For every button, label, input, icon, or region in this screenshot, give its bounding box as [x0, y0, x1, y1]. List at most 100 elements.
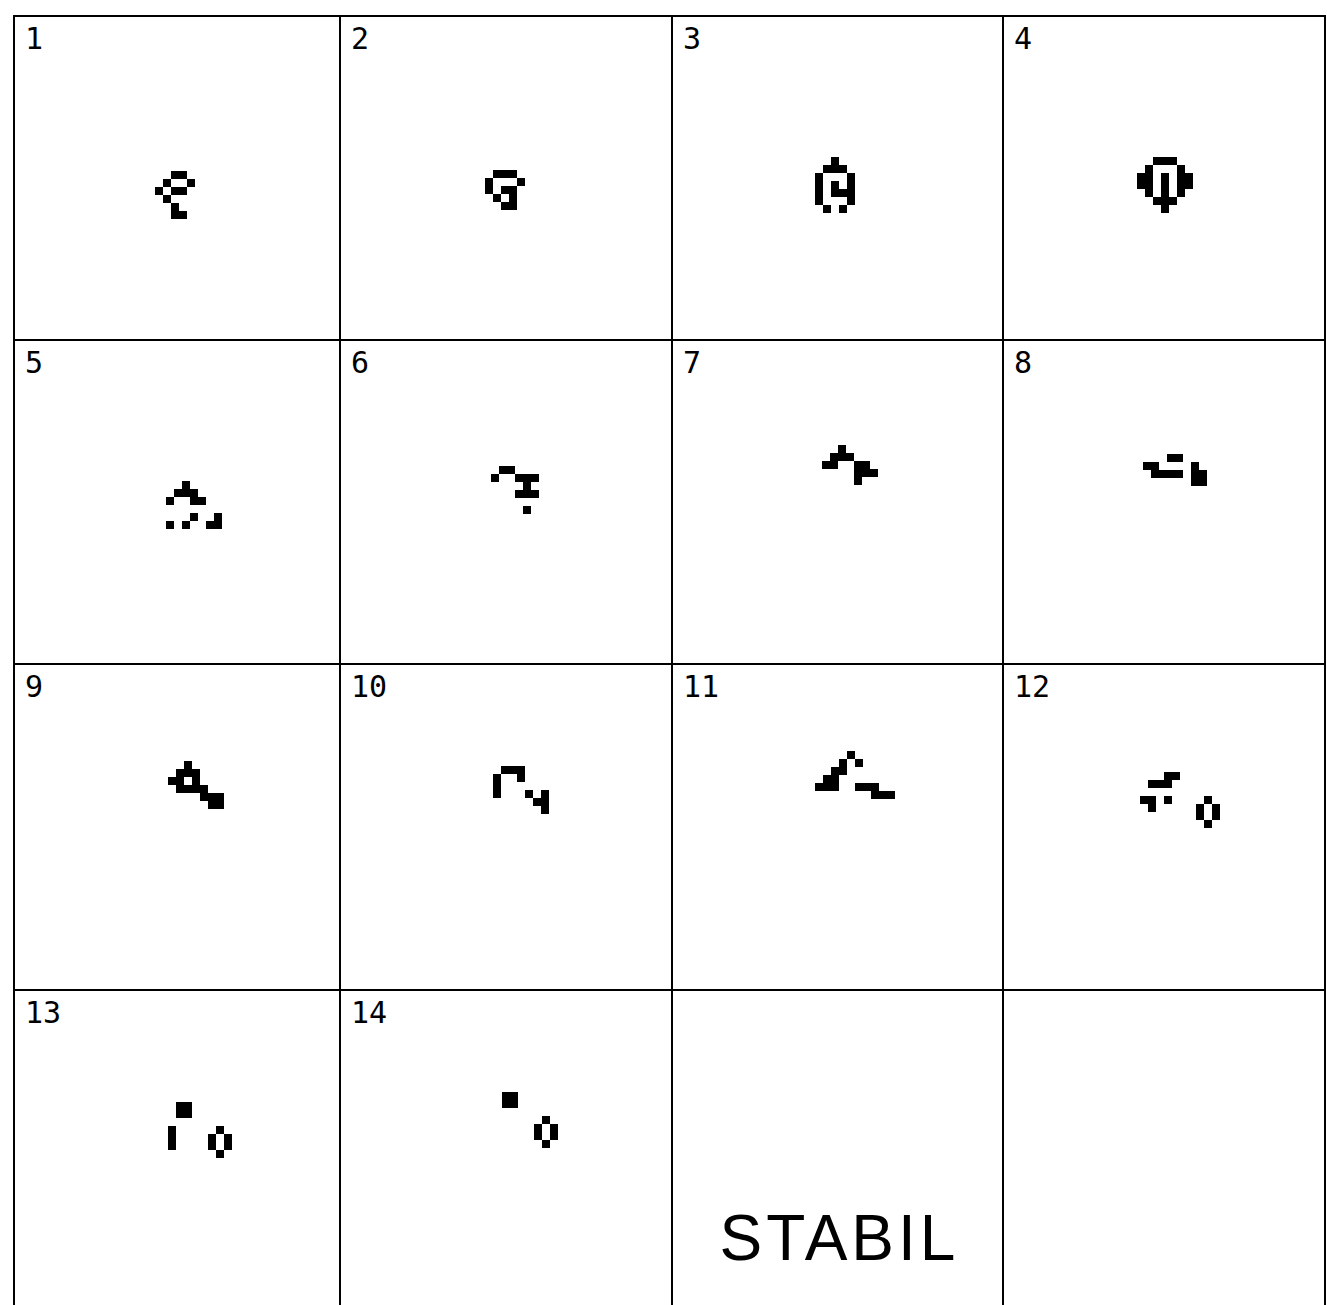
live-cell [1159, 470, 1167, 478]
live-cell [541, 798, 549, 806]
live-cell [502, 1100, 510, 1108]
live-cell [208, 1134, 216, 1142]
live-cell [214, 513, 222, 521]
live-cell [541, 806, 549, 814]
live-cell [166, 521, 174, 529]
generation-number: 9 [25, 669, 43, 704]
generation-number: 2 [351, 21, 369, 56]
live-cell [179, 171, 187, 179]
live-cell [507, 466, 515, 474]
live-cell [831, 181, 839, 189]
generation-cell: 2 [339, 15, 673, 341]
live-cell [855, 759, 863, 767]
live-cell [179, 187, 187, 195]
live-cell [1161, 205, 1169, 213]
live-cell [1161, 189, 1169, 197]
cell-patterns [155, 157, 1220, 1158]
generation-number: 14 [351, 995, 387, 1030]
live-cell [179, 211, 187, 219]
live-cell [515, 474, 523, 482]
live-cell [839, 767, 847, 775]
generation-number: 5 [25, 345, 43, 380]
live-cell [839, 759, 847, 767]
generation-cell: 4 [1002, 15, 1326, 341]
live-cell [1177, 173, 1185, 181]
live-cell [815, 783, 823, 791]
live-cell [1199, 478, 1207, 486]
live-cell [216, 801, 224, 809]
live-cell [870, 469, 878, 477]
live-cell [502, 1092, 510, 1100]
generation-number: 13 [25, 995, 61, 1030]
live-cell [531, 490, 539, 498]
live-cell [1175, 454, 1183, 462]
live-cell [187, 179, 195, 187]
live-cell [1191, 478, 1199, 486]
live-cell [168, 1142, 176, 1150]
live-cell [830, 461, 838, 469]
live-cell [216, 1150, 224, 1158]
live-cell [182, 489, 190, 497]
live-cell [1177, 189, 1185, 197]
status-label: STABIL [720, 1201, 960, 1275]
live-cell [1167, 470, 1175, 478]
live-cell [1143, 462, 1151, 470]
live-cell [1191, 462, 1199, 470]
live-cell [501, 202, 509, 210]
live-cell [1153, 197, 1161, 205]
live-cell [1161, 157, 1169, 165]
generation-number: 3 [683, 21, 701, 56]
live-cell [550, 1132, 558, 1140]
generation-cell: 5 [13, 339, 341, 665]
live-cell [192, 777, 200, 785]
live-cell [838, 453, 846, 461]
live-cell [815, 181, 823, 189]
live-cell [510, 1092, 518, 1100]
generation-cell: 11 [671, 663, 1004, 991]
live-cell [523, 490, 531, 498]
live-cell [541, 790, 549, 798]
generation-cell: 8 [1002, 339, 1326, 665]
live-cell [168, 777, 176, 785]
live-cell [847, 173, 855, 181]
live-cell [863, 783, 871, 791]
live-cell [1151, 470, 1159, 478]
live-cell [1164, 780, 1172, 788]
live-cell [190, 513, 198, 521]
live-cell [517, 774, 525, 782]
live-cell [171, 171, 179, 179]
live-cell [509, 194, 517, 202]
live-cell [166, 497, 174, 505]
live-cell [176, 777, 184, 785]
live-cell [176, 769, 184, 777]
live-cell [224, 1134, 232, 1142]
live-cell [163, 195, 171, 203]
generation-cell: 12 [1002, 663, 1326, 991]
live-cell [176, 785, 184, 793]
live-cell [1185, 181, 1193, 189]
live-cell [1161, 181, 1169, 189]
live-cell [176, 1102, 184, 1110]
live-cell [1161, 197, 1169, 205]
live-cell [184, 769, 192, 777]
live-cell [1164, 772, 1172, 780]
live-cell [1196, 812, 1204, 820]
live-cell [815, 189, 823, 197]
generation-cell: 7 [671, 339, 1004, 665]
live-cell [523, 482, 531, 490]
live-cell [509, 170, 517, 178]
live-cell [184, 761, 192, 769]
live-cell [531, 474, 539, 482]
live-cell [839, 189, 847, 197]
live-cell [1191, 470, 1199, 478]
live-cell [171, 187, 179, 195]
live-cell [1148, 780, 1156, 788]
generation-cell: 14 [339, 989, 673, 1305]
generation-number: 7 [683, 345, 701, 380]
live-cell [534, 1124, 542, 1132]
live-cell [1164, 796, 1172, 804]
live-cell [815, 173, 823, 181]
live-cell [534, 1132, 542, 1140]
live-cell [1145, 165, 1153, 173]
